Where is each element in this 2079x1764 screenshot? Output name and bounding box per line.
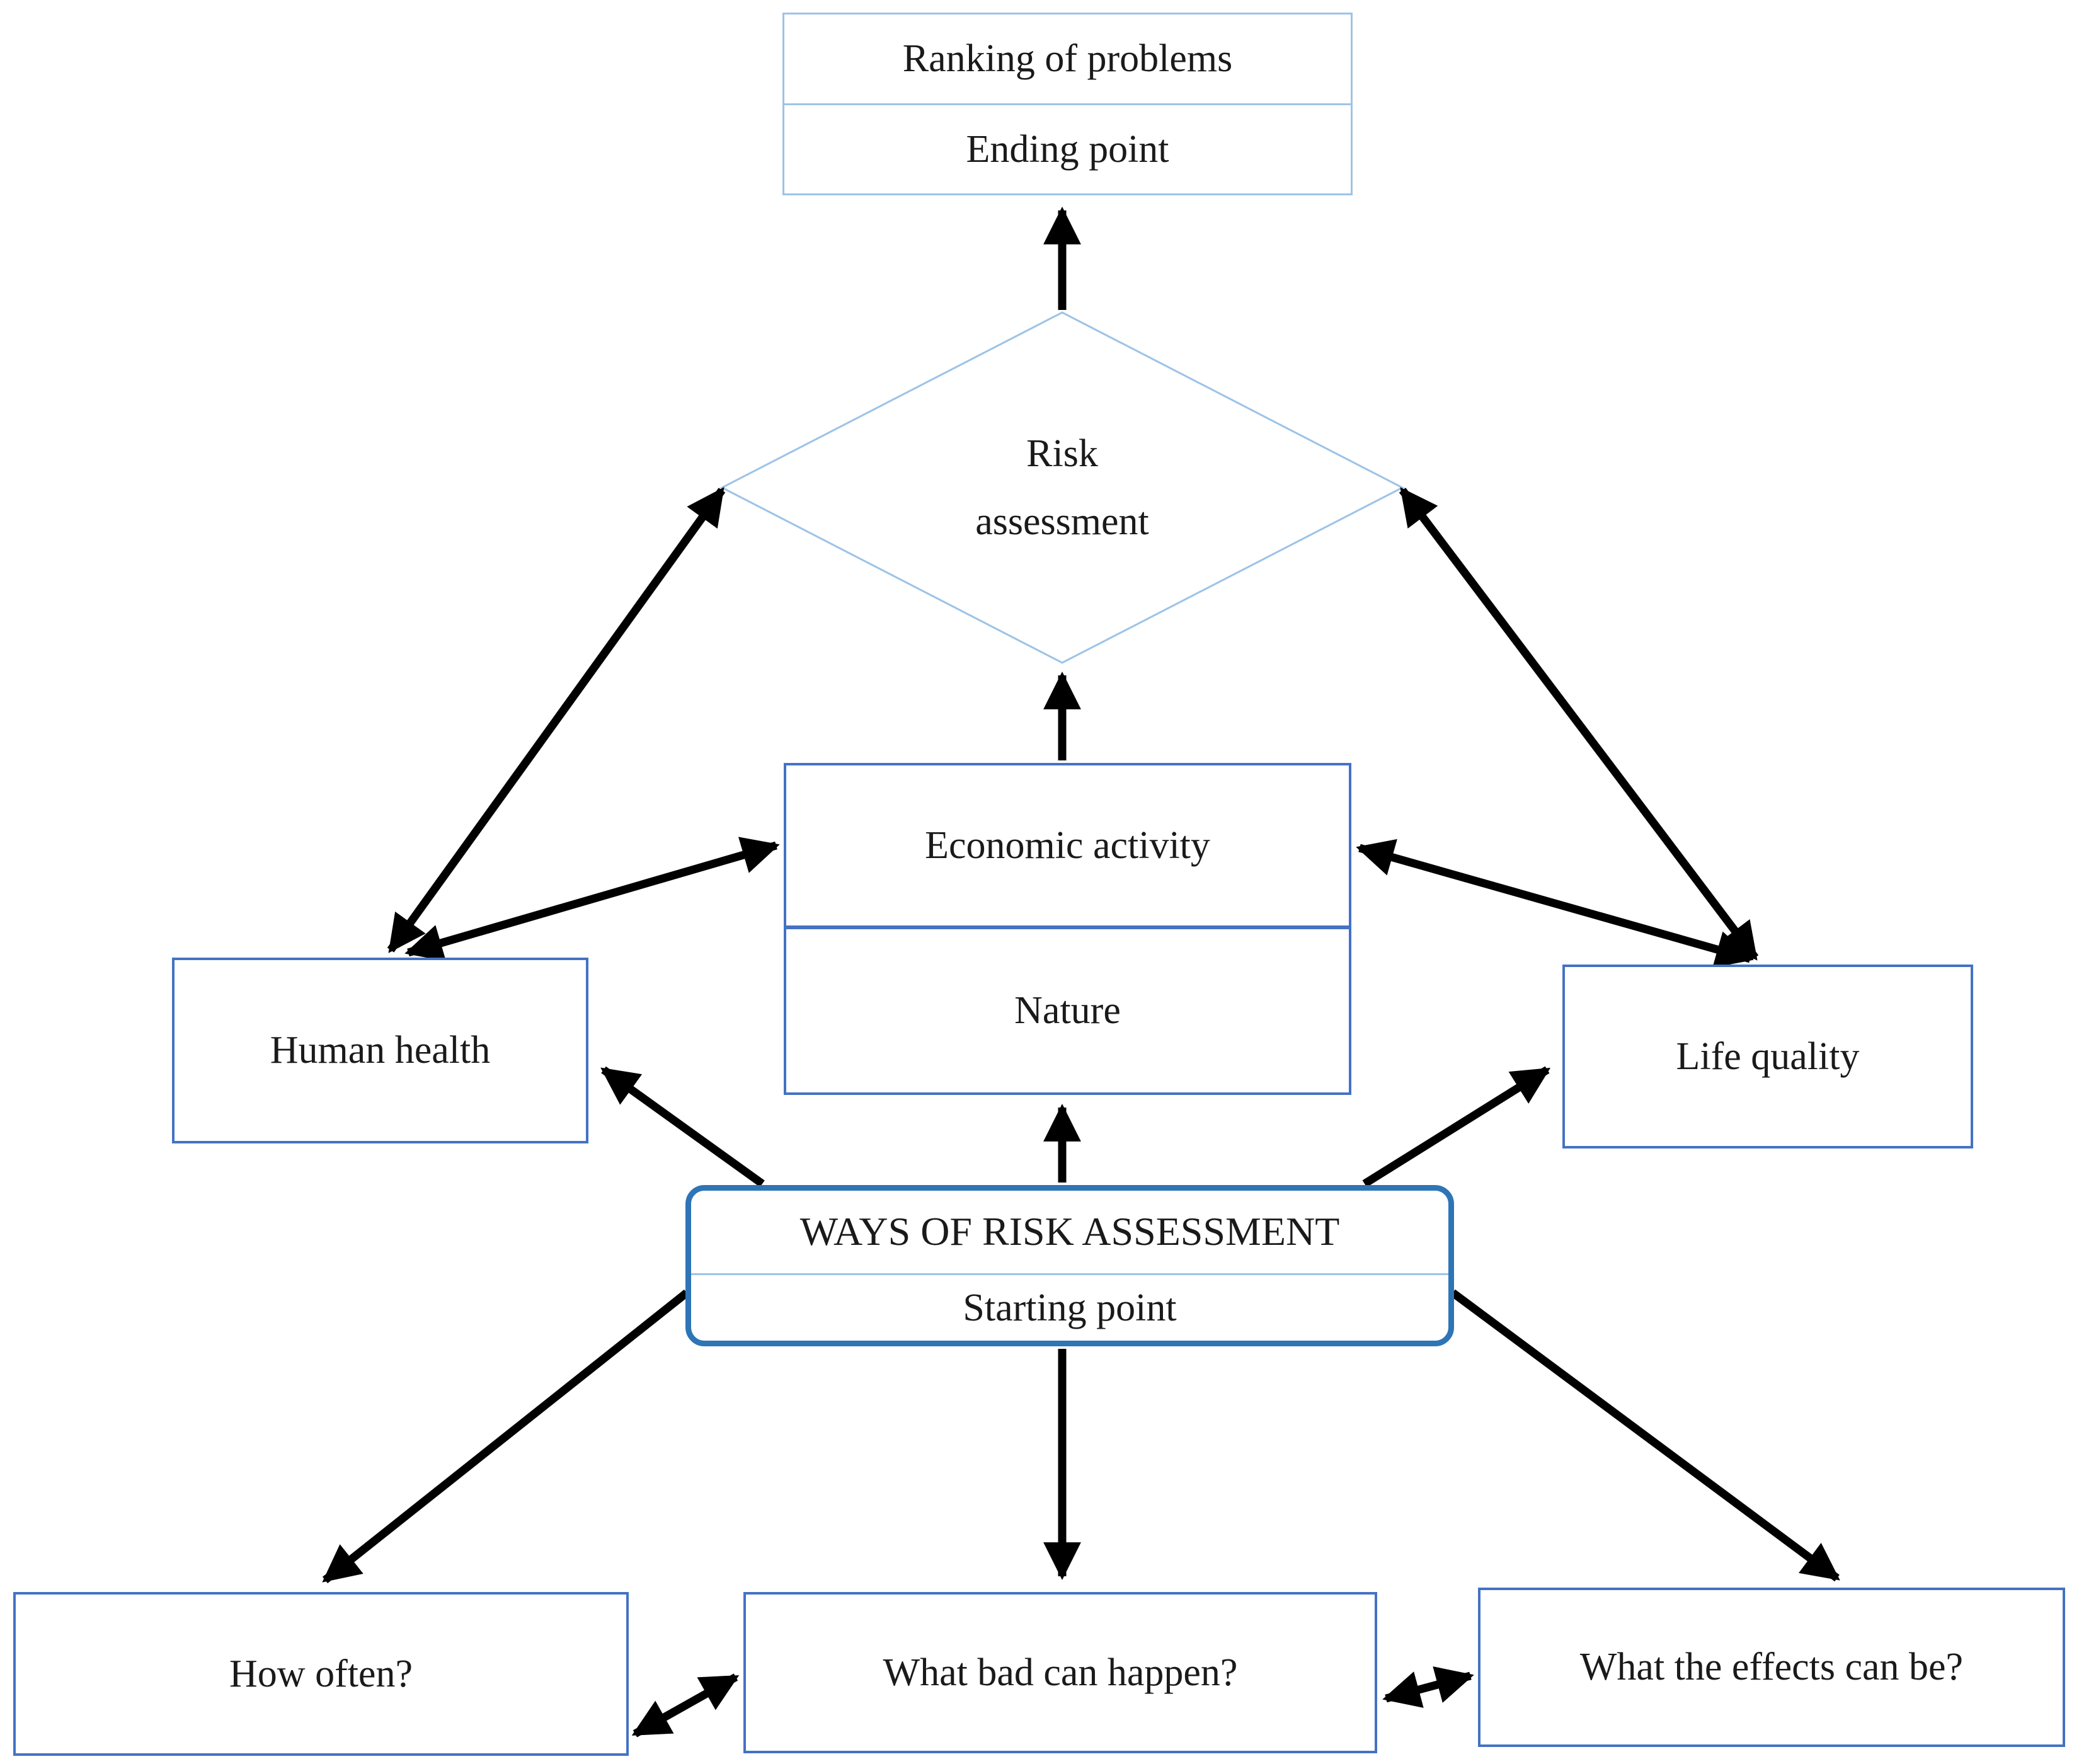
node-what-bad: What bad can happen? bbox=[743, 1592, 1377, 1753]
arrow-risk-human-health bbox=[387, 487, 726, 953]
effects-label: What the effects can be? bbox=[1579, 1646, 1964, 1689]
what-bad-label: What bad can happen? bbox=[883, 1651, 1238, 1694]
risk-assessment-line1: Risk bbox=[1026, 432, 1098, 475]
arrow-human-health-economic bbox=[404, 837, 780, 961]
node-how-often: How often? bbox=[13, 1592, 629, 1756]
life-quality-label: Life quality bbox=[1676, 1034, 1860, 1078]
node-risk-assessment: Risk assessment bbox=[873, 377, 1251, 598]
node-economic-activity: Economic activity bbox=[784, 763, 1351, 928]
arrow-start-to-how-often bbox=[322, 1289, 690, 1584]
arrow-how-often-what-bad bbox=[631, 1673, 740, 1738]
nature-label: Nature bbox=[1014, 989, 1121, 1033]
node-effects: What the effects can be? bbox=[1478, 1588, 2065, 1747]
human-health-label: Human health bbox=[270, 1029, 491, 1072]
arrow-start-to-effects bbox=[1450, 1289, 1840, 1582]
how-often-label: How often? bbox=[229, 1652, 413, 1695]
starting-point-subtitle: Starting point bbox=[963, 1286, 1177, 1329]
node-life-quality: Life quality bbox=[1562, 965, 1973, 1148]
arrow-start-to-life-quality bbox=[1362, 1066, 1551, 1188]
ending-point-subtitle: Ending point bbox=[966, 127, 1169, 171]
ending-point-title: Ranking of problems bbox=[784, 14, 1351, 105]
arrow-what-bad-effects bbox=[1382, 1666, 1474, 1708]
arrow-risk-life-quality bbox=[1399, 487, 1759, 961]
arrow-start-to-human-health bbox=[600, 1066, 765, 1188]
starting-point-title: WAYS OF RISK ASSESSMENT bbox=[691, 1191, 1448, 1275]
node-ending-point: Ranking of problems Ending point bbox=[782, 13, 1353, 195]
risk-assessment-diamond-shape bbox=[719, 311, 1405, 664]
node-human-health: Human health bbox=[172, 958, 588, 1143]
arrow-life-quality-economic bbox=[1356, 839, 1754, 968]
risk-assessment-line2: assessment bbox=[975, 500, 1149, 543]
economic-activity-label: Economic activity bbox=[925, 823, 1210, 867]
node-starting-point: WAYS OF RISK ASSESSMENT Starting point bbox=[685, 1185, 1454, 1346]
node-nature: Nature bbox=[784, 927, 1351, 1095]
